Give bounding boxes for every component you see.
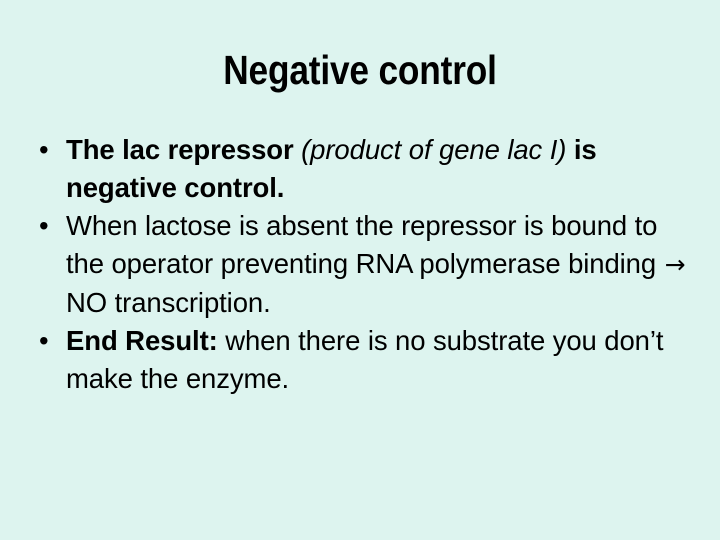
list-item-text: End Result: when there is no substrate y… [66,325,664,394]
list-item-text: When lactose is absent the repressor is … [66,210,686,318]
text-run-bold: The lac repressor [66,134,302,165]
text-run-normal: when there is no substrate you don’t mak… [66,325,664,394]
slide-title: Negative control [223,47,497,93]
bullet-point-icon: • [39,134,49,165]
list-item: • The lac repressor (product of gene lac… [26,131,698,207]
text-run-bold: End Result: [66,325,218,356]
text-run-bold: is negative control. [66,134,597,203]
text-run-normal: NO transcription. [66,287,271,318]
slide-body-content: • The lac repressor (product of gene lac… [26,131,698,398]
text-run-italic: (product of gene lac I) [301,134,567,165]
list-item: • End Result: when there is no substrate… [26,322,698,398]
bullet-point-icon: • [39,210,49,241]
list-item: • When lactose is absent the repressor i… [26,207,698,322]
list-item-text: The lac repressor (product of gene lac I… [66,134,597,203]
bullet-point-icon: • [39,325,49,356]
right-arrow-icon: → [664,250,686,279]
text-run-normal: When lactose is absent the repressor is … [66,210,664,279]
